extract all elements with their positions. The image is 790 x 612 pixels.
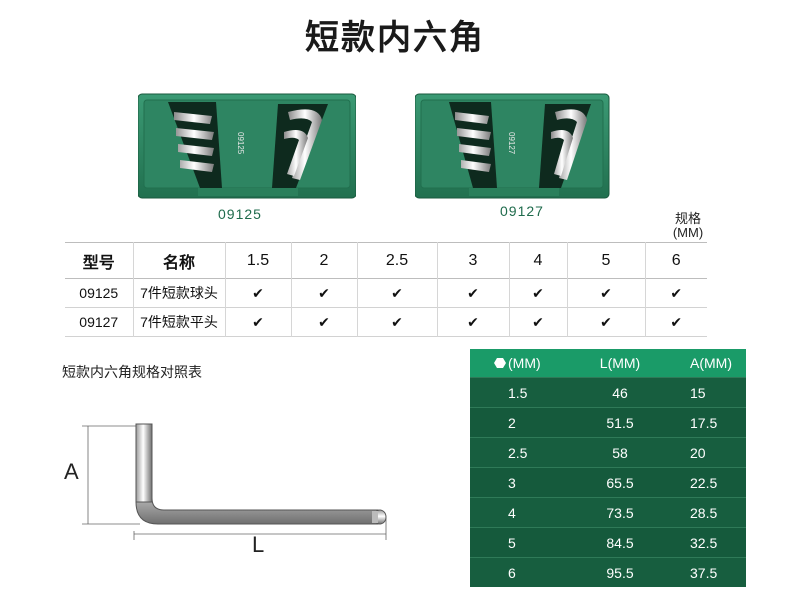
product-image-09125: 09125 — [138, 92, 356, 200]
spec-header-model: 型号 — [82, 254, 115, 272]
size-cell: 3 — [508, 474, 516, 491]
product-image-09127: 09127 — [415, 92, 633, 200]
size-cell: 4 — [508, 504, 516, 521]
check-icon: ✔ — [290, 307, 357, 337]
size-table: (MM) L(MM) A(MM) 1.5 46 15 2 51.5 17.5 2… — [470, 349, 746, 587]
check-icon: ✔ — [644, 278, 707, 308]
size-cell: 95.5 — [606, 564, 634, 581]
table-row: 09127 7件短款平头 ✔ ✔ ✔ ✔ ✔ ✔ ✔ — [65, 307, 707, 337]
size-cell: 1.5 — [508, 384, 528, 401]
spec-name: 7件短款球头 — [132, 278, 225, 308]
unit-note: 规格 (MM) — [664, 212, 712, 240]
size-cell: 6 — [508, 564, 516, 581]
check-icon: ✔ — [566, 278, 645, 308]
spec-header-size: 6 — [644, 242, 707, 279]
hex-key-diagram — [60, 412, 400, 562]
size-cell: 28.5 — [690, 504, 718, 521]
table-row: 3 65.5 22.5 — [470, 467, 746, 497]
size-cell: 58 — [612, 444, 628, 461]
spec-header-size: 3 — [436, 242, 509, 279]
size-cell: 17.5 — [690, 414, 718, 431]
check-icon: ✔ — [356, 278, 437, 308]
spec-header-size: 2.5 — [356, 242, 437, 279]
size-cell: 51.5 — [606, 414, 634, 431]
check-icon: ✔ — [436, 307, 509, 337]
size-cell: 84.5 — [606, 534, 634, 551]
svg-text:09125: 09125 — [236, 132, 245, 155]
check-icon: ✔ — [224, 278, 291, 308]
dimension-a-label: A — [64, 459, 79, 484]
spec-table-header: 型号 名称 1.5 2 2.5 3 4 5 6 — [65, 242, 707, 279]
spec-name: 7件短款平头 — [132, 307, 225, 337]
size-header-l: L(MM) — [599, 355, 641, 371]
diagram-title: 短款内六角规格对照表 — [62, 364, 202, 380]
spec-table: 型号 名称 1.5 2 2.5 3 4 5 6 09125 7件短款球头 ✔ ✔… — [65, 242, 707, 337]
size-cell: 73.5 — [606, 504, 634, 521]
size-cell: 5 — [508, 534, 516, 551]
table-row: 5 84.5 32.5 — [470, 527, 746, 557]
size-cell: 22.5 — [690, 474, 718, 491]
table-row: 2 51.5 17.5 — [470, 407, 746, 437]
unit-note-line2: (MM) — [672, 225, 704, 240]
size-cell: 2.5 — [508, 444, 528, 461]
size-cell: 32.5 — [690, 534, 718, 551]
check-icon: ✔ — [566, 307, 645, 337]
table-row: 4 73.5 28.5 — [470, 497, 746, 527]
check-icon: ✔ — [356, 307, 437, 337]
spec-header-size: 4 — [508, 242, 567, 279]
spec-model: 09125 — [79, 285, 119, 301]
size-cell: 46 — [612, 384, 628, 401]
check-icon: ✔ — [508, 278, 567, 308]
dimension-l-label: L — [252, 532, 265, 557]
unit-note-line1: 规格 — [674, 211, 701, 226]
check-icon: ✔ — [436, 278, 509, 308]
table-row: 1.5 46 15 — [470, 377, 746, 407]
spec-header-size: 2 — [290, 242, 357, 279]
size-cell: 2 — [508, 414, 516, 431]
size-header-hex: (MM) — [508, 355, 541, 371]
size-header-a: A(MM) — [690, 355, 732, 371]
table-row: 09125 7件短款球头 ✔ ✔ ✔ ✔ ✔ ✔ ✔ — [65, 278, 707, 308]
table-row: 6 95.5 37.5 — [470, 557, 746, 587]
table-row: 2.5 58 20 — [470, 437, 746, 467]
svg-text:09127: 09127 — [507, 132, 516, 155]
product-code-09127: 09127 — [500, 203, 544, 219]
spec-header-name: 名称 — [132, 242, 225, 279]
size-cell: 15 — [690, 384, 706, 401]
size-table-header: (MM) L(MM) A(MM) — [470, 349, 746, 377]
check-icon: ✔ — [290, 278, 357, 308]
spec-header-size: 1.5 — [224, 242, 291, 279]
size-cell: 65.5 — [606, 474, 634, 491]
page-title: 短款内六角 — [305, 19, 485, 57]
product-code-09125: 09125 — [218, 206, 262, 222]
check-icon: ✔ — [224, 307, 291, 337]
size-cell: 37.5 — [690, 564, 718, 581]
hexagon-icon — [494, 358, 506, 368]
check-icon: ✔ — [644, 307, 707, 337]
spec-header-size: 5 — [566, 242, 645, 279]
check-icon: ✔ — [508, 307, 567, 337]
spec-model: 09127 — [79, 314, 119, 330]
size-cell: 20 — [690, 444, 706, 461]
